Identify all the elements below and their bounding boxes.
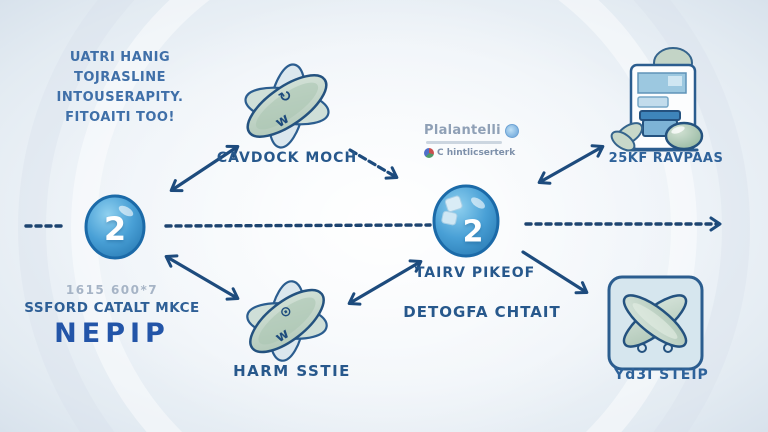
bottom-left-big-word: NEPIP xyxy=(54,318,170,349)
center-circle-glyph xyxy=(441,195,463,226)
kiosk-icon xyxy=(610,47,704,152)
note-line: TOJRASLINE xyxy=(73,70,167,85)
background-ring xyxy=(18,0,750,432)
step-circle-center xyxy=(432,184,500,258)
pinwheel-top-label: CAVDOCK MOCH xyxy=(216,150,358,166)
arrow-bottomicon-centercircle xyxy=(347,259,423,306)
center-caption-line2: DETOGFA CHTAIT xyxy=(403,303,561,321)
arrow-topicon-centercircle xyxy=(348,148,399,180)
arrow-leftcircle-bottomicon xyxy=(164,254,240,301)
watermark-brand-text: Plalantelli xyxy=(424,123,501,138)
note-line: INTOUSERAPITY. xyxy=(56,90,184,105)
watermark-brand-icon xyxy=(504,123,519,138)
step-circle-left xyxy=(84,194,146,260)
left-circle-number: 2 xyxy=(103,210,127,248)
arrow-centercircle-kiosk xyxy=(537,144,605,185)
pinwheel-bottom-label: HARM SSTIE xyxy=(233,362,351,380)
bottom-left-note: 1615 600*7 SSFORD CATALT MKCE NEPIP xyxy=(24,283,200,349)
main-axis-arrow xyxy=(24,216,722,232)
watermark: Plalantelli C hintlicserterk xyxy=(424,123,564,158)
crossed-leaves-label: Yd3I STEIP xyxy=(614,367,709,383)
center-caption-line1: TAIRV PIKEOF xyxy=(414,265,536,281)
leaf-bow-icon xyxy=(610,122,644,152)
pebble-icon xyxy=(664,121,704,151)
crossed-leaves-icon xyxy=(607,275,704,371)
watermark-logo-icon xyxy=(424,148,434,158)
note-line: FITOAITI TOO! xyxy=(65,110,175,125)
watermark-tagline-bar xyxy=(426,141,502,144)
arrow-centercircle-crossedleaves xyxy=(521,250,589,295)
connector-arrows xyxy=(164,144,605,306)
arrow-leftcircle-topicon xyxy=(169,144,240,193)
note-line: UATRI HANIG xyxy=(69,50,171,65)
background-ring xyxy=(71,0,697,432)
top-left-note: UATRI HANIG TOJRASLINE INTOUSERAPITY. FI… xyxy=(30,48,210,128)
watermark-sub-text: C hintlicserterk xyxy=(437,148,516,158)
bottom-left-line: SSFORD CATALT MKCE xyxy=(24,300,200,316)
pinwheel-bottom-icon: ⊙ w xyxy=(246,280,328,362)
bottom-left-muted-line: 1615 600*7 xyxy=(65,283,159,297)
kiosk-label: 25KF RAVPAAS xyxy=(608,151,724,166)
pinwheel-top-icon: ↻ w xyxy=(244,63,330,149)
center-circle-number: 2 xyxy=(462,214,484,250)
